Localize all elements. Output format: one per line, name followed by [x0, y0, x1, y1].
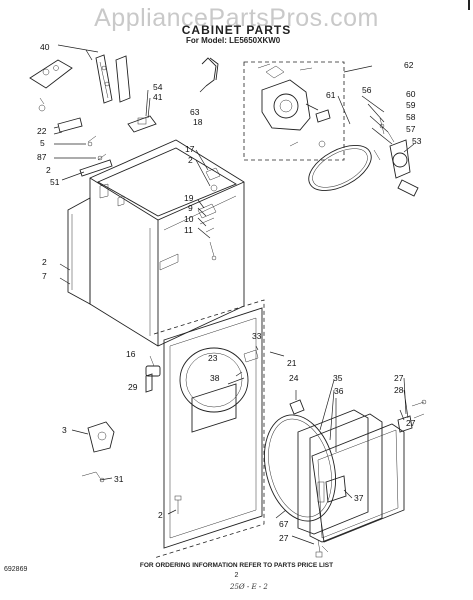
- callout-40: 40: [40, 42, 50, 52]
- callout-67: 67: [279, 519, 289, 529]
- watermark: AppliancePartsPros.com: [94, 4, 379, 32]
- callout-10: 10: [184, 214, 194, 224]
- part-40-assembly: [29, 44, 131, 112]
- callout-2-a: 2: [46, 165, 51, 175]
- model-label: For Model: LE5650XKW0: [186, 36, 281, 45]
- page-edge-mark: [468, 0, 470, 10]
- callout-51: 51: [50, 177, 60, 187]
- callout-37: 37: [354, 493, 364, 503]
- callout-27-c: 27: [279, 533, 289, 543]
- callout-27-b: 27: [406, 418, 416, 428]
- callout-56: 56: [362, 85, 372, 95]
- callout-38: 38: [210, 373, 220, 383]
- callout-9: 9: [188, 203, 193, 213]
- callout-3: 3: [62, 425, 67, 435]
- front-panel: [153, 299, 265, 559]
- callout-35: 35: [333, 373, 343, 383]
- callout-11: 11: [184, 225, 193, 235]
- drive-belt: [308, 145, 372, 191]
- callout-31: 31: [114, 474, 124, 484]
- callout-22: 22: [37, 126, 47, 136]
- document-code: 692869: [4, 566, 28, 573]
- cabinet-body: [89, 139, 245, 347]
- callout-58: 58: [406, 112, 416, 122]
- callout-53: 53: [412, 136, 422, 146]
- callout-16: 16: [126, 349, 136, 359]
- diagram-title: CABINET PARTS: [181, 23, 292, 37]
- callout-7: 7: [42, 271, 47, 281]
- callout-29: 29: [128, 382, 138, 392]
- handwritten-note: 25Ø - E - 2: [230, 583, 268, 591]
- idler-pulley-assembly: [373, 117, 419, 197]
- callout-2-b: 2: [188, 155, 193, 165]
- callout-27-a: 27: [394, 373, 404, 383]
- door-assembly: [264, 409, 405, 553]
- callout-61: 61: [326, 90, 336, 100]
- callout-21: 21: [287, 358, 297, 368]
- part-63-hinge-bracket: [199, 57, 219, 93]
- cabinet-side-panel: [67, 197, 91, 305]
- callout-60: 60: [406, 89, 416, 99]
- ordering-note: FOR ORDERING INFORMATION REFER TO PARTS …: [139, 562, 334, 569]
- bottom-screw: [167, 495, 182, 515]
- callout-labels: 40 54 41 63 18 62 61 56 60 59 58 57 53 2…: [37, 42, 422, 543]
- callout-57: 57: [406, 124, 416, 134]
- callout-23: 23: [208, 353, 218, 363]
- door-hinges: [289, 399, 427, 558]
- callout-24: 24: [289, 373, 299, 383]
- callout-41: 41: [153, 92, 163, 102]
- callout-33: 33: [252, 331, 262, 341]
- callout-59: 59: [406, 100, 416, 110]
- callout-2-c: 2: [42, 257, 47, 267]
- leg-and-switch-parts: [71, 355, 161, 483]
- callout-28: 28: [394, 385, 404, 395]
- cabinet-small-parts: [59, 167, 221, 285]
- callout-87: 87: [37, 152, 47, 162]
- callout-18: 18: [193, 117, 203, 127]
- part-54-41-bracket: [127, 89, 157, 133]
- callout-2-d: 2: [158, 510, 163, 520]
- callout-36: 36: [334, 386, 344, 396]
- page-number: 2: [234, 572, 239, 579]
- motor-assembly: [243, 61, 373, 161]
- leader-lines: [53, 95, 415, 545]
- callout-19: 19: [184, 193, 194, 203]
- callout-5: 5: [40, 138, 45, 148]
- callout-17: 17: [185, 144, 195, 154]
- part-22-bracket: [53, 117, 113, 181]
- callout-62: 62: [404, 60, 414, 70]
- callout-63: 63: [190, 107, 200, 117]
- callout-54: 54: [153, 82, 163, 92]
